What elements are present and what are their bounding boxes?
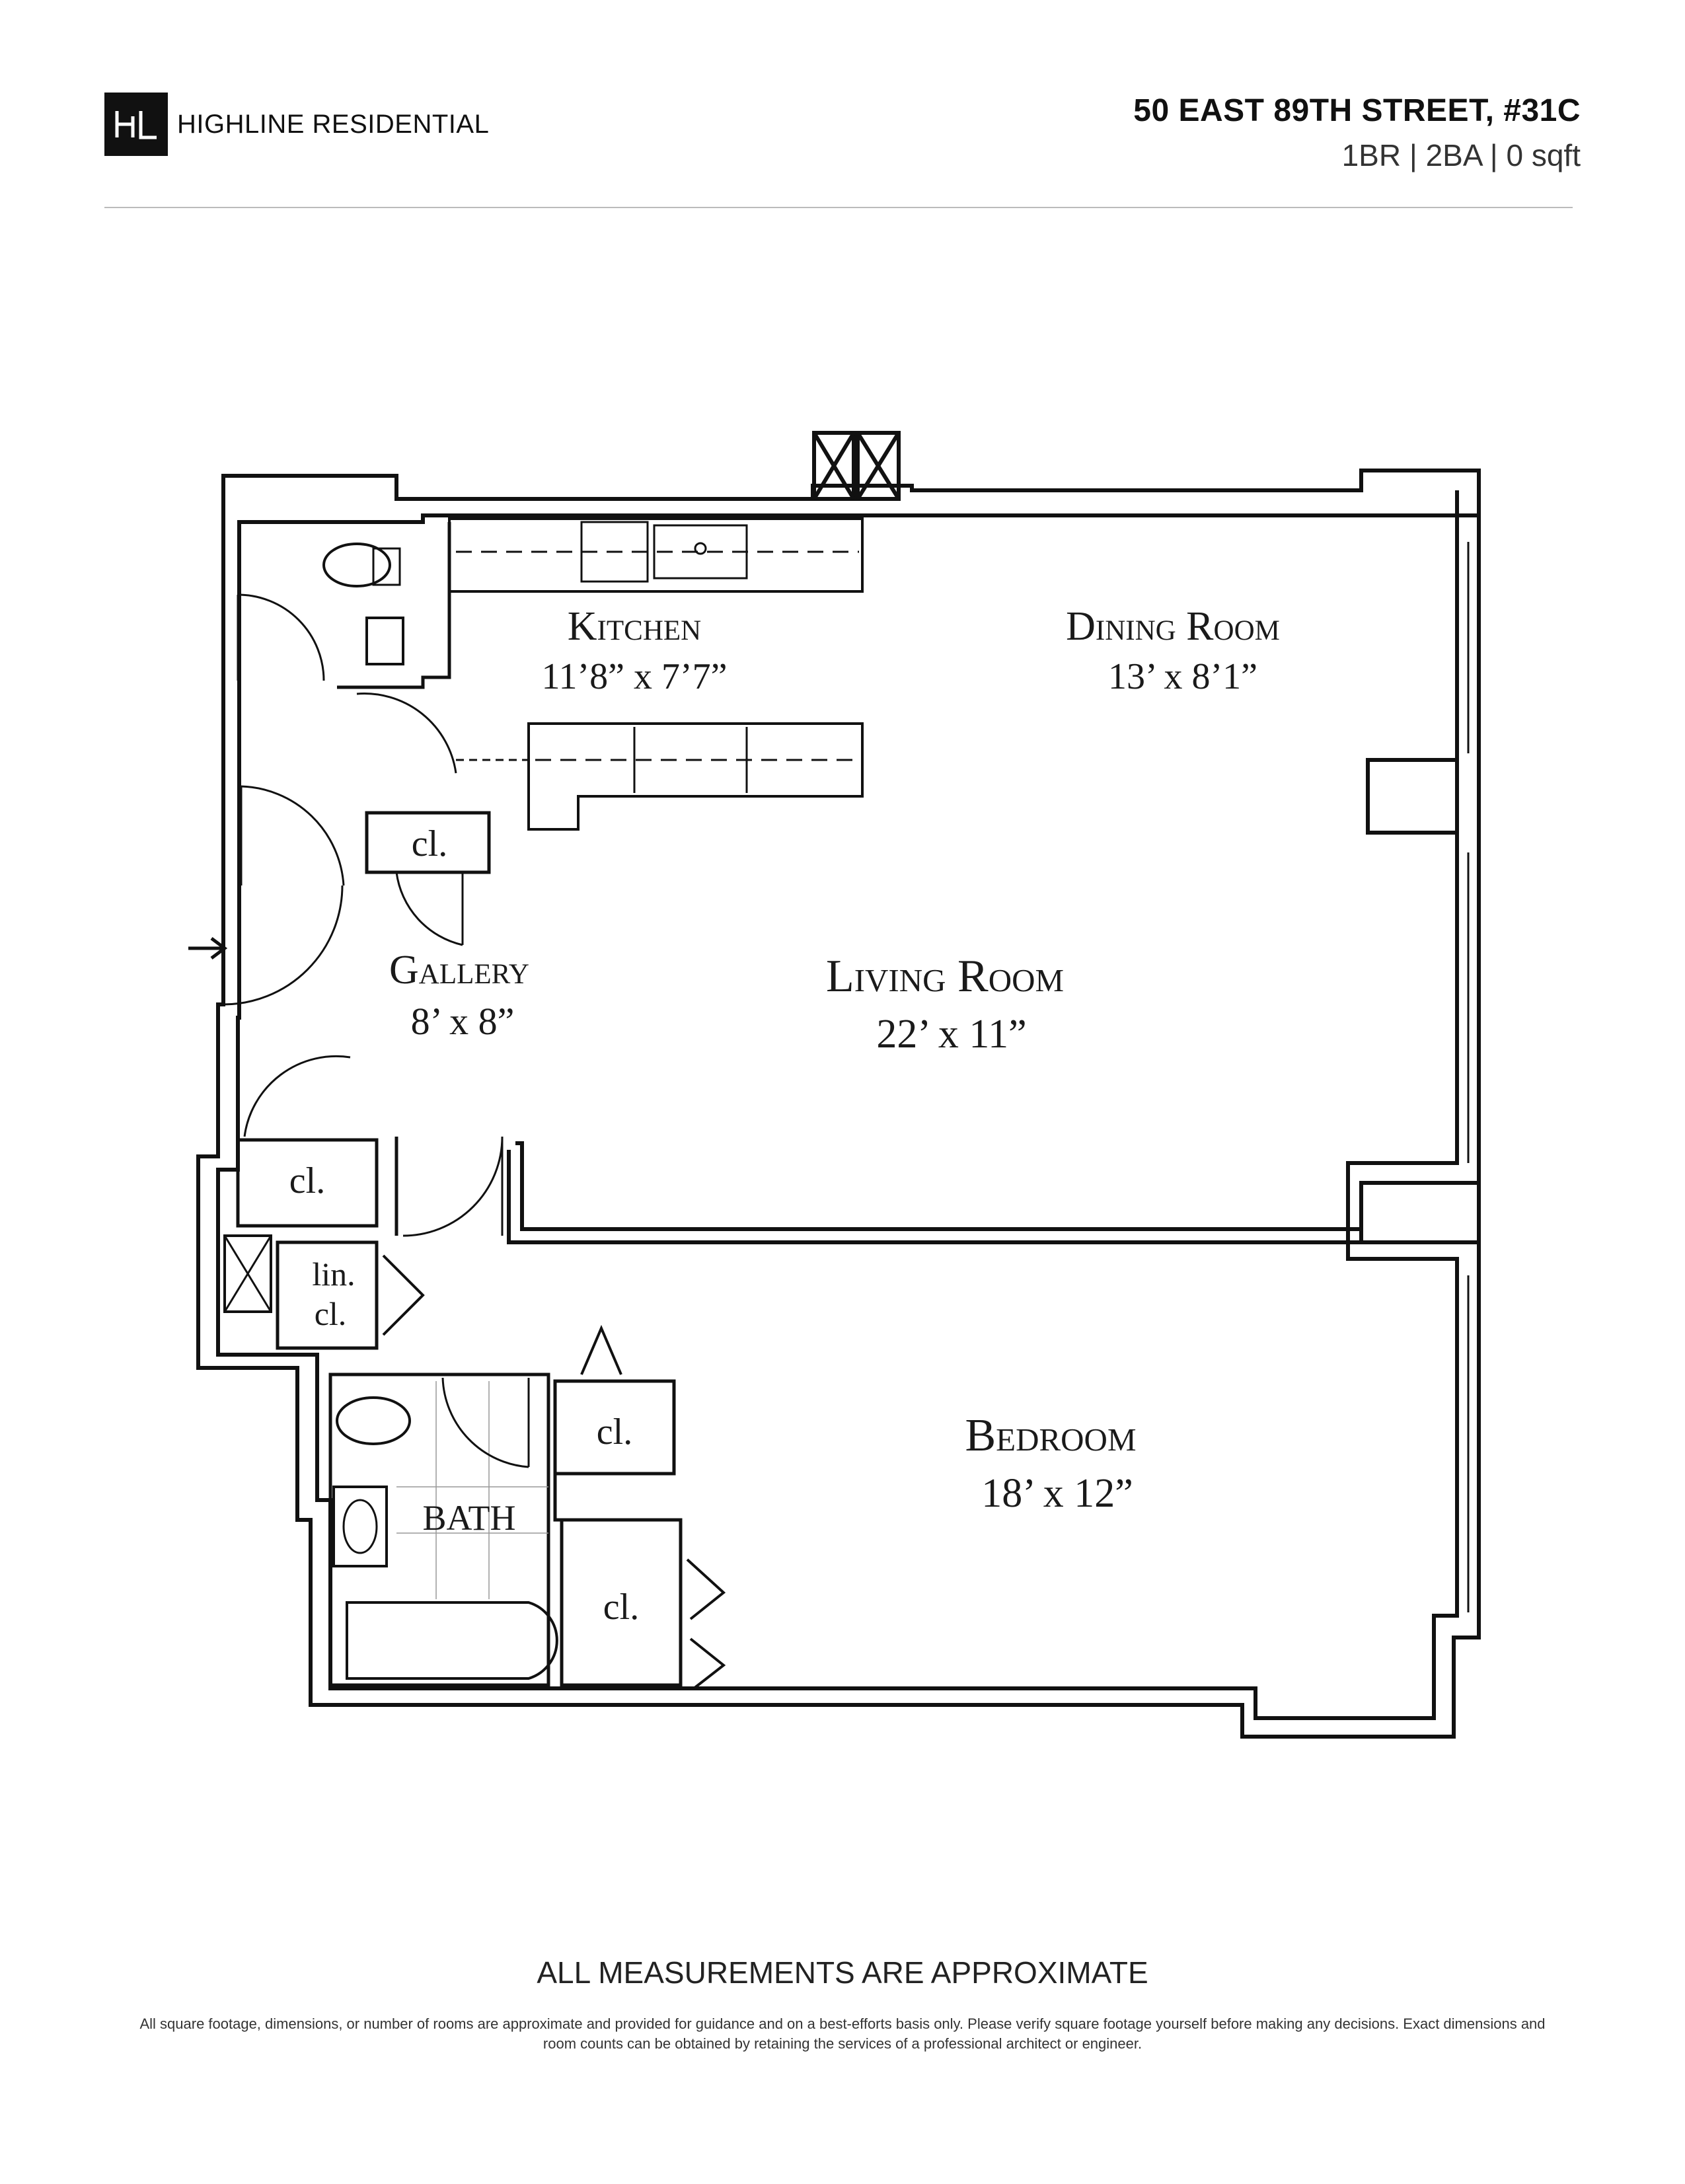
closet-label: cl. (289, 1160, 325, 1201)
header-divider (104, 207, 1573, 208)
exterior-wall (196, 469, 1481, 1739)
gallery-label: Gallery (389, 948, 529, 993)
linen-closet (276, 1240, 379, 1350)
chase-box (223, 1234, 272, 1313)
bath-toilet (336, 1396, 411, 1445)
kitchen-counter (448, 517, 864, 593)
kitchen-size: 11’8” x 7’7” (542, 656, 728, 697)
living-bedroom-wall (507, 1141, 1363, 1244)
interior-wall-line (216, 513, 1459, 1720)
linen-label: lin. (312, 1256, 355, 1293)
entry-arrow-icon (188, 937, 228, 960)
hl-logo-icon (115, 111, 157, 139)
living-room-label: Living Room (826, 951, 1064, 1002)
closet-gallery-2 (236, 1138, 379, 1228)
dining-room-size: 13’ x 8’1” (1108, 656, 1257, 697)
living-room-size: 22’ x 11” (876, 1012, 1026, 1057)
closet-gallery-1 (365, 811, 491, 874)
kitchen-label: Kitchen (568, 604, 701, 649)
disclaimer-body: All square footage, dimensions, or numbe… (139, 2015, 1546, 2052)
bath-room (328, 1373, 550, 1687)
bathtub (346, 1601, 558, 1680)
kitchen-island (527, 722, 864, 831)
column-box (856, 431, 901, 501)
closet-label: cl. (597, 1412, 632, 1452)
toilet (322, 543, 391, 587)
disclaimer-title: ALL MEASUREMENTS ARE APPROXIMATE (537, 1955, 1148, 1990)
closet-label: cl. (412, 823, 447, 864)
brand-name: HIGHLINE RESIDENTIAL (177, 110, 490, 139)
wall-pier (1366, 758, 1459, 835)
entry-door-swing (223, 885, 344, 1006)
closet-bedroom-1 (553, 1379, 676, 1476)
wall-pier (1359, 1181, 1481, 1244)
dining-room-label: Dining Room (1066, 604, 1280, 649)
powder-sink (365, 617, 404, 665)
brand-logo (104, 93, 168, 156)
bath-vanity (332, 1486, 388, 1567)
column-box (812, 431, 856, 501)
bedroom-label: Bedroom (965, 1410, 1136, 1461)
bedroom-size: 18’ x 12” (981, 1471, 1133, 1516)
kitchen-sink (653, 524, 748, 580)
gallery-size: 8’ x 8” (411, 1000, 515, 1043)
linen-label: cl. (315, 1295, 347, 1332)
bath-label: BATH (422, 1498, 515, 1538)
listing-address: 50 EAST 89TH STREET, #31C (1133, 93, 1581, 128)
closet-label: cl. (603, 1587, 639, 1628)
unit-summary: 1BR | 2BA | 0 sqft (1341, 138, 1581, 172)
